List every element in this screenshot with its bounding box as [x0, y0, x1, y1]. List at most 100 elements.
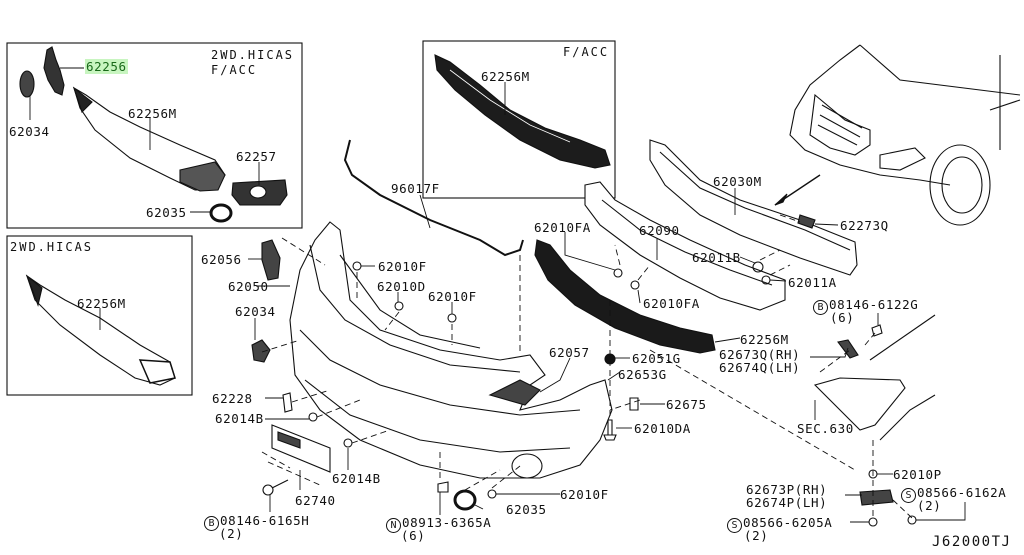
inset-variant-label-center: F/ACC — [563, 45, 610, 59]
license-bracket-62740-shape — [271, 424, 331, 473]
bolt-08146-6165H-shape — [262, 484, 274, 496]
part-label-62034-inset[interactable]: 62034 — [9, 124, 50, 139]
fog-cover-62034-shape — [251, 339, 271, 363]
reinforcement-62030M-shape — [649, 139, 858, 276]
part-label-62050[interactable]: 62050 — [228, 279, 269, 294]
bolt-08566-6205A-shape — [868, 517, 878, 527]
part-label-62057[interactable]: 62057 — [549, 345, 590, 360]
bolt-62010D-shape — [394, 301, 404, 311]
part-label-62256M-inset1[interactable]: 62256M — [128, 106, 177, 121]
clip-62014B-2-shape — [343, 438, 353, 448]
part-label-62674P[interactable]: 62674P(LH) — [746, 495, 828, 510]
clip-62014B-1-shape — [308, 412, 318, 422]
part-number: 08566-6162A — [917, 485, 1007, 500]
part-label-62675[interactable]: 62675 — [666, 397, 707, 412]
part-label-62256M-inset2[interactable]: 62256M — [77, 296, 126, 311]
part-number: 08146-6165H — [220, 513, 310, 528]
bracket-62675-shape — [629, 397, 639, 411]
part-label-62256M-inset3[interactable]: 62256M — [481, 69, 530, 84]
clip-62010FA-2-shape — [630, 280, 640, 290]
part-label-62010DA[interactable]: 62010DA — [634, 421, 691, 436]
bolt-62010DA-shape — [603, 419, 617, 441]
screw-symbol-icon: S — [901, 488, 916, 503]
qty-08566-6162A: (2) — [917, 498, 942, 513]
bracket-62673P-shape — [859, 489, 894, 506]
part-label-62228[interactable]: 62228 — [212, 391, 253, 406]
clip-62010F-2-shape — [447, 313, 457, 323]
part-number: 62256 — [85, 59, 128, 74]
part-label-62010D[interactable]: 62010D — [377, 279, 426, 294]
part-label-62035-inset[interactable]: 62035 — [146, 205, 187, 220]
inset-variant-label: 2WD.HICAS — [211, 48, 295, 62]
part-label-62010F-2[interactable]: 62010F — [428, 289, 477, 304]
part-label-62010FA-1[interactable]: 62010FA — [534, 220, 591, 235]
screw-symbol-icon: S — [727, 518, 742, 533]
molding-96017F-shape — [343, 139, 524, 257]
part-label-62010F-1[interactable]: 62010F — [378, 259, 427, 274]
bracket-62256-shape — [43, 46, 65, 96]
part-number: 08566-6205A — [743, 515, 833, 530]
part-label-62256M[interactable]: 62256M — [740, 332, 789, 347]
grille-62256M-inset3-shape — [434, 54, 611, 169]
part-label-62090[interactable]: 62090 — [639, 223, 680, 238]
part-label-62010P[interactable]: 62010P — [893, 467, 942, 482]
part-label-62673P[interactable]: 62673P(RH) — [746, 482, 828, 497]
clip-62273Q-shape — [797, 214, 816, 229]
bolt-08566-6162A-shape — [907, 515, 917, 525]
fog-cover-62034-inset-shape — [19, 70, 35, 98]
part-label-62034[interactable]: 62034 — [235, 304, 276, 319]
clip-62010F-3-shape — [487, 489, 497, 499]
bumper-fascia-62050-shape — [289, 221, 613, 479]
part-label-62035[interactable]: 62035 — [506, 502, 547, 517]
qty-08146-6122G: (6) — [830, 310, 855, 325]
bracket-62056-shape — [261, 239, 281, 281]
part-label-62051G[interactable]: 62051G — [632, 351, 681, 366]
clip-62010F-1-shape — [352, 261, 362, 271]
part-label-62673Q[interactable]: 62673Q(RH) — [719, 347, 801, 362]
nut-symbol-icon: N — [386, 518, 401, 533]
part-label-62674Q[interactable]: 62674Q(LH) — [719, 360, 801, 375]
part-number: 08146-6122G — [829, 297, 919, 312]
part-label-62256[interactable]: 62256 — [85, 59, 128, 74]
inset-variant-label-bottom: 2WD.HICAS — [10, 240, 94, 254]
nut-62011B-shape — [752, 261, 764, 273]
inset-box-top-left — [6, 42, 303, 229]
part-label-62014B-1[interactable]: 62014B — [215, 411, 264, 426]
part-label-62740[interactable]: 62740 — [295, 493, 336, 508]
absorber-62090-shape — [584, 181, 786, 311]
part-label-62010F-3[interactable]: 62010F — [560, 487, 609, 502]
vehicle-outline — [789, 44, 1021, 226]
part-label-sec630[interactable]: SEC.630 — [797, 421, 854, 436]
part-label-62653G[interactable]: 62653G — [618, 367, 667, 382]
fender-sec630-shape — [813, 377, 906, 431]
part-label-62056[interactable]: 62056 — [201, 252, 242, 267]
part-label-62011A[interactable]: 62011A — [788, 275, 837, 290]
diagram-code: J62000TJ — [932, 534, 1012, 550]
part-label-62257[interactable]: 62257 — [236, 149, 277, 164]
qty-08146-6165H: (2) — [219, 526, 244, 541]
inset-variant-label-2: F/ACC — [211, 63, 258, 77]
fog-ring-62035-shape — [453, 489, 477, 511]
qty-08913-6365A: (6) — [401, 528, 426, 543]
part-label-62011B[interactable]: 62011B — [692, 250, 741, 265]
part-label-62273Q[interactable]: 62273Q — [840, 218, 889, 233]
clip-08913-6365A-shape — [437, 481, 449, 493]
clip-62010FA-1-shape — [613, 268, 623, 278]
part-label-96017F[interactable]: 96017F — [391, 181, 440, 196]
grille-62256M-shape — [534, 239, 716, 354]
bolt-symbol-icon: B — [204, 516, 219, 531]
part-label-62014B-2[interactable]: 62014B — [332, 471, 381, 486]
part-label-62010FA-2[interactable]: 62010FA — [643, 296, 700, 311]
part-label-62030M[interactable]: 62030M — [713, 174, 762, 189]
part-number: 08913-6365A — [402, 515, 492, 530]
grille-62256M-inset2-shape — [25, 274, 176, 386]
inset-box-top-center — [422, 40, 616, 199]
fog-ring-62035-inset-shape — [209, 203, 233, 223]
bolt-08146-6122G-shape — [871, 324, 883, 337]
